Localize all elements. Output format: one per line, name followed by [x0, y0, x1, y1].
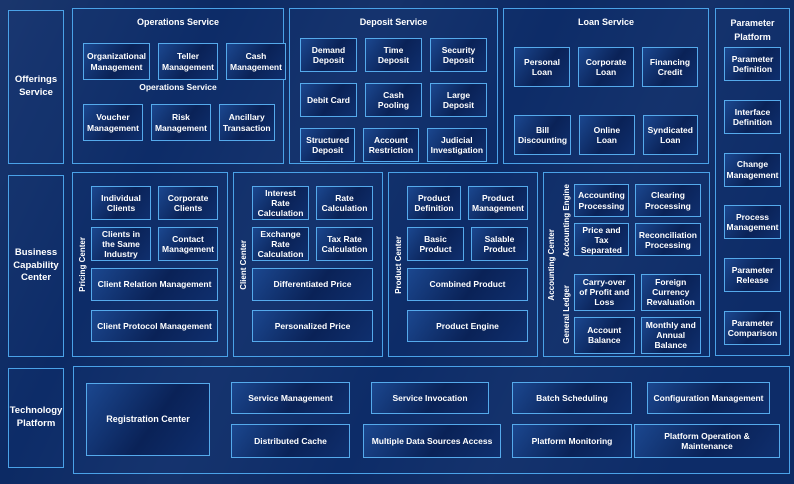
box-configuration-management: Configuration Management	[647, 382, 770, 414]
box-cash-management: Cash Management	[226, 43, 286, 80]
box-product-management: Product Management	[468, 186, 528, 220]
box-corporate-loan: Corporate Loan	[578, 47, 634, 87]
box-cash-pooling: Cash Pooling	[365, 83, 422, 117]
box-client-relation-management: Client Relation Management	[91, 268, 218, 301]
box-registration-center: Registration Center	[86, 383, 210, 456]
box-large-deposit: Large Deposit	[430, 83, 487, 117]
box-product-definition: Product Definition	[407, 186, 462, 220]
box-individual-clients: Individual Clients	[91, 186, 151, 220]
box-syndicated-loan: Syndicated Loan	[642, 115, 699, 155]
box-clearing-processing: Clearing Processing	[634, 184, 701, 217]
box-product-engine: Product Engine	[407, 310, 528, 342]
operations-service-section: Operations Service Organizational Manage…	[72, 8, 286, 164]
parameter-platform-title-line2: Platform	[734, 31, 771, 42]
box-batch-scheduling: Batch Scheduling	[512, 382, 632, 414]
box-demand-deposit: Demand Deposit	[300, 38, 357, 72]
box-parameter-definition: Parameter Definition	[724, 47, 781, 81]
box-judicial-investigation: Judicial Investigation	[426, 128, 488, 162]
box-interest-rate-calculation: Interest Rate Calculation	[252, 186, 309, 220]
client-center-label: Client Center	[238, 239, 248, 290]
pricing-center-section: Pricing Center Individual Clients Corpor…	[72, 172, 228, 357]
box-rate-calculation: Rate Calculation	[316, 186, 373, 220]
box-basic-product: Basic Product	[407, 227, 464, 261]
box-salable-product: Salable Product	[471, 227, 528, 261]
general-ledger-label: General Ledger	[562, 284, 571, 344]
box-voucher-management: Voucher Management	[83, 104, 143, 141]
operations-service-title: Operations Service	[136, 17, 220, 27]
sidebar-technology-platform: Technology Platform	[8, 368, 64, 468]
accounting-center-section: Accounting Center Accounting Engine Acco…	[543, 172, 710, 357]
box-exchange-rate-calculation: Exchange Rate Calculation	[252, 227, 309, 261]
box-security-deposit: Security Deposit	[430, 38, 487, 72]
box-contact-management: Contact Management	[158, 227, 218, 261]
parameter-platform-title-line1: Parameter	[730, 18, 775, 28]
box-parameter-release: Parameter Release	[724, 258, 781, 293]
box-service-management: Service Management	[231, 382, 350, 414]
box-account-balance: Account Balance	[574, 316, 635, 354]
client-center-section: Client Center Interest Rate Calculation …	[233, 172, 383, 357]
box-combined-product: Combined Product	[407, 268, 528, 301]
accounting-engine-group: Accounting Engine Accounting Processing …	[559, 184, 701, 257]
box-distributed-cache: Distributed Cache	[231, 424, 350, 458]
box-monthly-and-annual-balance: Monthly and Annual Balance	[640, 316, 701, 354]
sidebar-offerings-service: Offerings Service	[8, 10, 64, 164]
sidebar-business-capability-center: Business Capability Center	[8, 175, 64, 357]
box-interface-definition: Interface Definition	[724, 99, 781, 134]
accounting-center-label: Accounting Center	[547, 228, 556, 301]
box-parameter-comparison: Parameter Comparison	[724, 310, 781, 345]
box-foreign-currency-revaluation: Foreign Currency Revaluation	[640, 273, 701, 311]
parameter-platform-title: Parameter Platform	[716, 9, 789, 44]
box-reconciliation-processing: Reconciliation Processing	[634, 223, 701, 257]
deposit-service-title: Deposit Service	[359, 17, 428, 27]
technology-platform-section: Registration Center Service Management S…	[73, 366, 790, 474]
loan-service-section: Loan Service Personal Loan Corporate Loa…	[503, 8, 709, 164]
loan-service-title: Loan Service	[577, 17, 635, 27]
box-platform-operation-maintenance: Platform Operation & Maintenance	[634, 424, 780, 458]
box-multiple-data-sources-access: Multiple Data Sources Access	[363, 424, 501, 458]
box-risk-management: Risk Management	[150, 104, 211, 141]
box-organizational-management: Organizational Management	[83, 43, 151, 80]
box-time-deposit: Time Deposit	[365, 38, 422, 72]
box-price-and-tax-separated: Price and Tax Separated	[574, 223, 629, 257]
box-teller-management: Teller Management	[158, 43, 218, 80]
accounting-engine-label: Accounting Engine	[562, 184, 571, 257]
box-bill-discounting: Bill Discounting	[514, 115, 572, 155]
box-corporate-clients: Corporate Clients	[158, 186, 218, 220]
parameter-platform-section: Parameter Platform Parameter Definition …	[715, 8, 790, 356]
box-service-invocation: Service Invocation	[371, 382, 489, 414]
box-clients-in-the-same-industry: Clients in the Same Industry	[91, 227, 151, 261]
box-tax-rate-calculation: Tax Rate Calculation	[316, 227, 373, 261]
box-structured-deposit: Structured Deposit	[300, 128, 356, 162]
general-ledger-group: General Ledger Carry-over of Profit and …	[559, 273, 701, 354]
product-center-section: Product Center Product Definition Produc…	[388, 172, 538, 357]
product-center-label: Product Center	[393, 235, 403, 294]
box-change-management: Change Management	[724, 152, 781, 187]
pricing-center-label: Pricing Center	[77, 237, 87, 292]
box-account-restriction: Account Restriction	[363, 128, 419, 162]
box-carry-over-of-profit-and-loss: Carry-over of Profit and Loss	[574, 273, 635, 311]
box-ancillary-transaction: Ancillary Transaction	[218, 104, 275, 141]
box-client-protocol-management: Client Protocol Management	[91, 310, 218, 342]
box-personal-loan: Personal Loan	[514, 47, 570, 87]
box-accounting-processing: Accounting Processing	[574, 184, 629, 217]
box-personalized-price: Personalized Price	[252, 310, 373, 342]
box-debit-card: Debit Card	[300, 83, 357, 117]
box-platform-monitoring: Platform Monitoring	[512, 424, 632, 458]
operations-service-caption: Operations Service	[139, 82, 217, 92]
box-differentiated-price: Differentiated Price	[252, 268, 373, 301]
deposit-service-section: Deposit Service Demand Deposit Time Depo…	[289, 8, 498, 164]
box-process-management: Process Management	[724, 205, 781, 240]
box-online-loan: Online Loan	[579, 115, 635, 155]
box-financing-credit: Financing Credit	[642, 47, 698, 87]
